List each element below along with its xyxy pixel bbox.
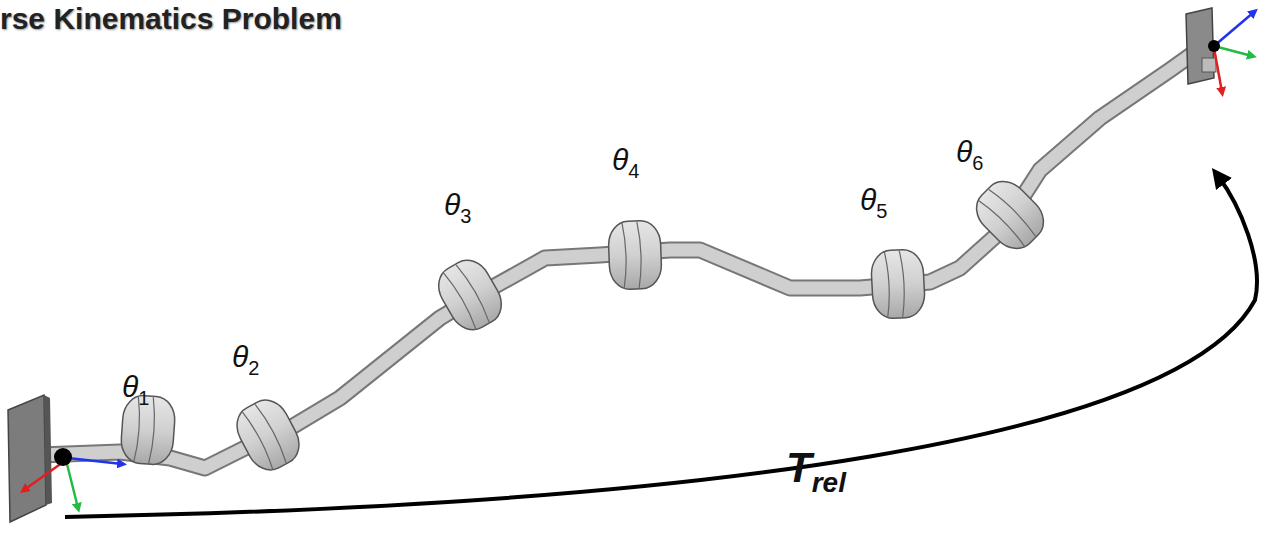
revolute-joint [229,393,307,477]
diagram-title: rse Kinematics Problem [0,2,342,36]
frame-z-axis [1214,12,1254,46]
frame-x-axis [1214,48,1222,92]
base-plate-edge [44,395,52,505]
transform-arrow [65,176,1257,517]
end-bracket [1202,58,1216,72]
link-outline [40,50,1198,468]
joint-angle-label: θ5 [860,183,887,217]
revolute-joint [430,253,509,338]
frame-origin [54,448,72,466]
joint-angle-label: θ2 [232,340,259,374]
joint-angle-label: θ1 [122,370,149,404]
joint-angle-label: θ4 [612,143,639,177]
revolute-joint [870,249,925,320]
frame-origin [1208,40,1220,52]
link-tube [40,50,1198,468]
frame-y-axis [66,460,78,508]
joint-angle-label: θ3 [444,188,471,222]
joint-angle-label: θ6 [956,135,983,169]
transform-label: Trel [786,444,846,492]
base-plate [8,395,46,522]
revolute-joint [968,173,1053,258]
revolute-joint [608,220,662,290]
frame-z-axis [68,458,122,464]
